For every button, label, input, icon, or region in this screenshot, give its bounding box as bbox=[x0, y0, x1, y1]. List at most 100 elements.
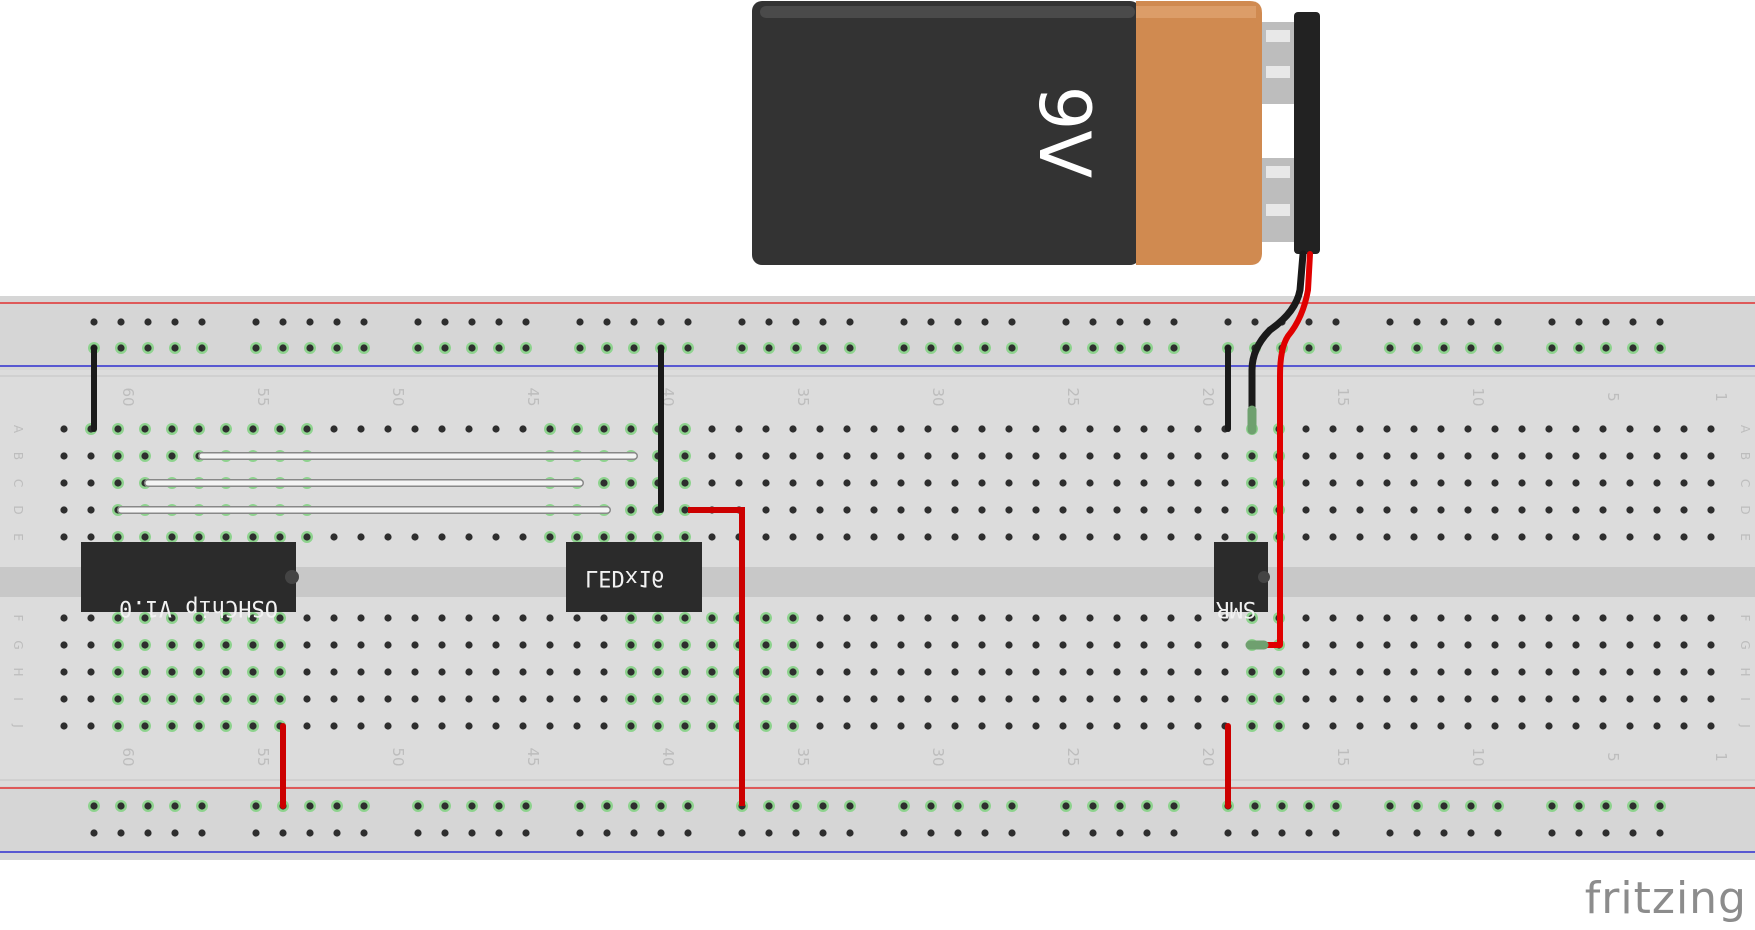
breadboard-hole[interactable] bbox=[195, 614, 203, 622]
breadboard-hole[interactable] bbox=[951, 506, 959, 514]
breadboard-hole[interactable] bbox=[1116, 829, 1124, 837]
breadboard-hole[interactable] bbox=[789, 452, 797, 460]
breadboard-hole[interactable] bbox=[1656, 344, 1664, 352]
breadboard-hole[interactable] bbox=[1251, 802, 1259, 810]
breadboard-hole[interactable] bbox=[897, 506, 905, 514]
breadboard-hole[interactable] bbox=[924, 452, 932, 460]
breadboard-hole[interactable] bbox=[843, 452, 851, 460]
breadboard-hole[interactable] bbox=[495, 318, 503, 326]
breadboard-hole[interactable] bbox=[333, 318, 341, 326]
breadboard-hole[interactable] bbox=[846, 802, 854, 810]
breadboard-hole[interactable] bbox=[1653, 452, 1661, 460]
breadboard-hole[interactable] bbox=[789, 614, 797, 622]
breadboard-hole[interactable] bbox=[1194, 614, 1202, 622]
breadboard-hole[interactable] bbox=[1410, 614, 1418, 622]
breadboard-hole[interactable] bbox=[114, 452, 122, 460]
breadboard-hole[interactable] bbox=[897, 425, 905, 433]
breadboard-hole[interactable] bbox=[1167, 425, 1175, 433]
breadboard-hole[interactable] bbox=[978, 668, 986, 676]
breadboard-hole[interactable] bbox=[1602, 318, 1610, 326]
breadboard-hole[interactable] bbox=[1491, 668, 1499, 676]
breadboard-hole[interactable] bbox=[1491, 722, 1499, 730]
breadboard-hole[interactable] bbox=[762, 533, 770, 541]
breadboard-hole[interactable] bbox=[1464, 452, 1472, 460]
breadboard-hole[interactable] bbox=[870, 425, 878, 433]
breadboard-hole[interactable] bbox=[1008, 829, 1016, 837]
breadboard-hole[interactable] bbox=[843, 641, 851, 649]
breadboard-hole[interactable] bbox=[1032, 722, 1040, 730]
breadboard-hole[interactable] bbox=[1113, 695, 1121, 703]
breadboard-hole[interactable] bbox=[1437, 452, 1445, 460]
breadboard-hole[interactable] bbox=[1248, 722, 1256, 730]
breadboard-hole[interactable] bbox=[627, 506, 635, 514]
breadboard-hole[interactable] bbox=[735, 479, 743, 487]
breadboard-hole[interactable] bbox=[384, 614, 392, 622]
breadboard-hole[interactable] bbox=[141, 695, 149, 703]
breadboard-hole[interactable] bbox=[816, 533, 824, 541]
breadboard-hole[interactable] bbox=[576, 344, 584, 352]
breadboard-hole[interactable] bbox=[1167, 668, 1175, 676]
breadboard-hole[interactable] bbox=[1572, 695, 1580, 703]
breadboard-hole[interactable] bbox=[360, 318, 368, 326]
breadboard-hole[interactable] bbox=[222, 668, 230, 676]
breadboard-hole[interactable] bbox=[114, 641, 122, 649]
breadboard-hole[interactable] bbox=[411, 641, 419, 649]
breadboard-hole[interactable] bbox=[681, 506, 689, 514]
breadboard-hole[interactable] bbox=[276, 641, 284, 649]
breadboard-hole[interactable] bbox=[141, 722, 149, 730]
breadboard-hole[interactable] bbox=[1410, 425, 1418, 433]
breadboard-hole[interactable] bbox=[1302, 668, 1310, 676]
breadboard-hole[interactable] bbox=[1248, 452, 1256, 460]
breadboard-hole[interactable] bbox=[765, 318, 773, 326]
breadboard-hole[interactable] bbox=[1494, 344, 1502, 352]
breadboard-hole[interactable] bbox=[384, 695, 392, 703]
breadboard-hole[interactable] bbox=[1116, 318, 1124, 326]
breadboard-hole[interactable] bbox=[1167, 479, 1175, 487]
breadboard-hole[interactable] bbox=[1032, 533, 1040, 541]
breadboard-hole[interactable] bbox=[114, 479, 122, 487]
breadboard-hole[interactable] bbox=[90, 802, 98, 810]
breadboard-hole[interactable] bbox=[1332, 829, 1340, 837]
breadboard-hole[interactable] bbox=[117, 802, 125, 810]
breadboard-hole[interactable] bbox=[384, 533, 392, 541]
breadboard-hole[interactable] bbox=[816, 425, 824, 433]
breadboard-hole[interactable] bbox=[738, 829, 746, 837]
breadboard-hole[interactable] bbox=[684, 829, 692, 837]
breadboard-hole[interactable] bbox=[1167, 641, 1175, 649]
breadboard-hole[interactable] bbox=[681, 668, 689, 676]
breadboard-hole[interactable] bbox=[546, 614, 554, 622]
breadboard-hole[interactable] bbox=[1518, 533, 1526, 541]
breadboard-hole[interactable] bbox=[1437, 668, 1445, 676]
breadboard-hole[interactable] bbox=[870, 722, 878, 730]
breadboard-hole[interactable] bbox=[1329, 533, 1337, 541]
breadboard-hole[interactable] bbox=[117, 829, 125, 837]
breadboard-hole[interactable] bbox=[441, 829, 449, 837]
breadboard-hole[interactable] bbox=[951, 479, 959, 487]
breadboard-hole[interactable] bbox=[333, 802, 341, 810]
breadboard-hole[interactable] bbox=[1464, 533, 1472, 541]
breadboard-hole[interactable] bbox=[1086, 533, 1094, 541]
breadboard-hole[interactable] bbox=[870, 452, 878, 460]
breadboard-hole[interactable] bbox=[1113, 425, 1121, 433]
breadboard-hole[interactable] bbox=[330, 533, 338, 541]
breadboard-hole[interactable] bbox=[681, 614, 689, 622]
breadboard-hole[interactable] bbox=[1572, 614, 1580, 622]
breadboard-hole[interactable] bbox=[1059, 695, 1067, 703]
breadboard-hole[interactable] bbox=[1491, 614, 1499, 622]
breadboard-hole[interactable] bbox=[1356, 668, 1364, 676]
breadboard-hole[interactable] bbox=[519, 695, 527, 703]
breadboard-hole[interactable] bbox=[1194, 695, 1202, 703]
breadboard-hole[interactable] bbox=[411, 668, 419, 676]
breadboard-hole[interactable] bbox=[1221, 695, 1229, 703]
breadboard-hole[interactable] bbox=[600, 722, 608, 730]
breadboard-hole[interactable] bbox=[924, 695, 932, 703]
breadboard-hole[interactable] bbox=[1572, 641, 1580, 649]
breadboard-hole[interactable] bbox=[1602, 344, 1610, 352]
breadboard-hole[interactable] bbox=[141, 641, 149, 649]
breadboard-hole[interactable] bbox=[468, 829, 476, 837]
breadboard-hole[interactable] bbox=[1653, 479, 1661, 487]
breadboard-hole[interactable] bbox=[303, 533, 311, 541]
breadboard-hole[interactable] bbox=[843, 506, 851, 514]
breadboard-hole[interactable] bbox=[1194, 533, 1202, 541]
breadboard-hole[interactable] bbox=[492, 641, 500, 649]
